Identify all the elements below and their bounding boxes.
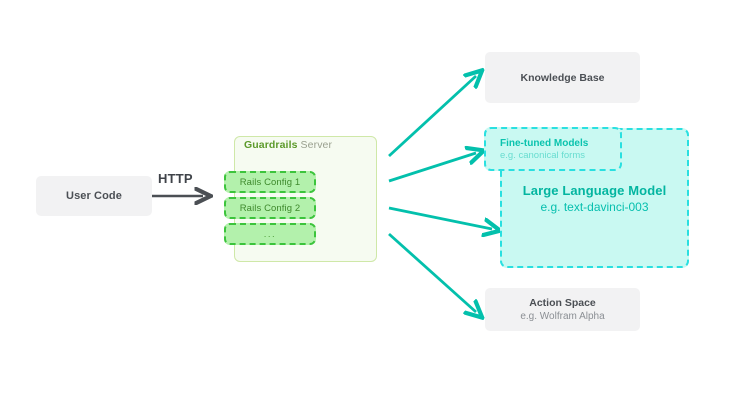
fine-tuned-models-subtitle: e.g. canonical forms xyxy=(500,149,586,161)
large-language-model-subtitle: e.g. text-davinci-003 xyxy=(540,199,649,214)
rails-config-more-label: ... xyxy=(263,228,277,240)
knowledge-base-title: Knowledge Base xyxy=(520,71,605,84)
action-space-title: Action Space xyxy=(529,297,596,309)
rails-config-1: Rails Config 1 xyxy=(224,171,316,193)
rails-config-2-label: Rails Config 2 xyxy=(239,202,301,214)
guardrails-server-title: Guardrails Server xyxy=(244,139,332,151)
rails-config-more: ... xyxy=(224,223,316,245)
user-code-node: User Code xyxy=(36,176,152,216)
large-language-model-title: Large Language Model xyxy=(522,182,667,198)
knowledge-base-node: Knowledge Base xyxy=(485,52,640,103)
http-label: HTTP xyxy=(158,171,193,186)
user-code-label: User Code xyxy=(66,190,122,202)
arrow-to-knowledge-base xyxy=(388,76,476,158)
fine-tuned-models-title: Fine-tuned Models xyxy=(500,137,589,149)
arrow-to-action-space xyxy=(388,232,476,312)
arrow-to-fine-tuned-models xyxy=(388,153,476,183)
rails-config-2: Rails Config 2 xyxy=(224,197,316,219)
guardrails-server-title-rest: Server xyxy=(297,139,333,151)
action-space-node: Action Space e.g. Wolfram Alpha xyxy=(485,288,640,331)
action-space-subtitle: e.g. Wolfram Alpha xyxy=(520,311,605,322)
rails-config-1-label: Rails Config 1 xyxy=(239,176,301,188)
guardrails-server-title-bold: Guardrails xyxy=(244,139,298,151)
arrow-to-large-language-model xyxy=(388,206,492,229)
fine-tuned-models-node: Fine-tuned Models e.g. canonical forms xyxy=(484,127,622,171)
